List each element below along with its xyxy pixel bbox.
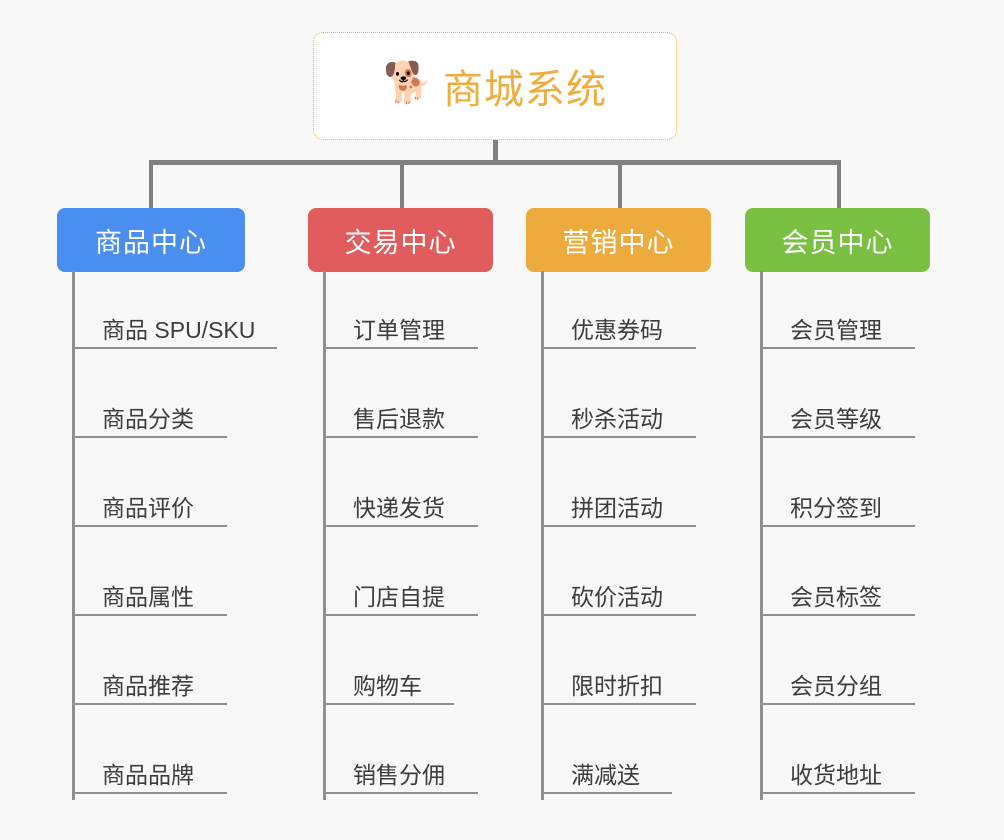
leaf-item[interactable]: 积分签到 bbox=[760, 495, 915, 528]
category-header-商品中心[interactable]: 商品中心 bbox=[57, 208, 245, 272]
column-spine-1 bbox=[323, 271, 326, 800]
leaf-item[interactable]: 优惠券码 bbox=[541, 317, 696, 350]
connector-drop-col-2 bbox=[618, 160, 622, 208]
connector-drop-col-1 bbox=[400, 160, 404, 208]
leaf-item[interactable]: 售后退款 bbox=[323, 406, 478, 439]
leaf-item[interactable]: 收货地址 bbox=[760, 762, 915, 795]
leaf-item[interactable]: 会员等级 bbox=[760, 406, 915, 439]
leaf-label: 商品推荐 bbox=[102, 673, 194, 699]
leaf-label: 秒杀活动 bbox=[571, 406, 663, 432]
leaf-label: 砍价活动 bbox=[571, 584, 663, 610]
connector-root-drop bbox=[493, 140, 498, 164]
leaf-item[interactable]: 会员管理 bbox=[760, 317, 915, 350]
leaf-item[interactable]: 商品分类 bbox=[72, 406, 227, 439]
leaf-item[interactable]: 订单管理 bbox=[323, 317, 478, 350]
leaf-label: 满减送 bbox=[571, 762, 640, 788]
leaf-item[interactable]: 砍价活动 bbox=[541, 584, 696, 617]
leaf-label: 门店自提 bbox=[353, 584, 445, 610]
column-spine-2 bbox=[541, 271, 544, 800]
leaf-label: 限时折扣 bbox=[571, 673, 663, 699]
category-header-label: 交易中心 bbox=[344, 227, 457, 258]
leaf-label: 商品属性 bbox=[102, 584, 194, 610]
leaf-item[interactable]: 商品 SPU/SKU bbox=[72, 317, 277, 350]
leaf-label: 商品品牌 bbox=[102, 762, 194, 788]
leaf-item[interactable]: 满减送 bbox=[541, 762, 672, 795]
leaf-item[interactable]: 销售分佣 bbox=[323, 762, 478, 795]
category-header-会员中心[interactable]: 会员中心 bbox=[745, 208, 930, 272]
column-spine-0 bbox=[72, 271, 75, 800]
category-header-label: 会员中心 bbox=[781, 227, 894, 258]
leaf-item[interactable]: 商品评价 bbox=[72, 495, 227, 528]
leaf-label: 商品分类 bbox=[102, 406, 194, 432]
leaf-label: 购物车 bbox=[353, 673, 422, 699]
leaf-item[interactable]: 秒杀活动 bbox=[541, 406, 696, 439]
root-title: 商城系统 bbox=[443, 68, 607, 112]
leaf-item[interactable]: 拼团活动 bbox=[541, 495, 696, 528]
leaf-item[interactable]: 会员标签 bbox=[760, 584, 915, 617]
leaf-item[interactable]: 门店自提 bbox=[323, 584, 478, 617]
leaf-label: 收货地址 bbox=[790, 762, 882, 788]
leaf-label: 商品评价 bbox=[102, 495, 194, 521]
category-header-交易中心[interactable]: 交易中心 bbox=[308, 208, 493, 272]
category-header-label: 营销中心 bbox=[562, 227, 675, 258]
leaf-item[interactable]: 快递发货 bbox=[323, 495, 478, 528]
leaf-label: 销售分佣 bbox=[353, 762, 445, 788]
category-header-营销中心[interactable]: 营销中心 bbox=[526, 208, 711, 272]
leaf-item[interactable]: 限时折扣 bbox=[541, 673, 696, 706]
leaf-item[interactable]: 商品属性 bbox=[72, 584, 227, 617]
leaf-label: 积分签到 bbox=[790, 495, 882, 521]
category-header-label: 商品中心 bbox=[95, 227, 207, 258]
leaf-label: 会员管理 bbox=[790, 317, 882, 343]
column-spine-3 bbox=[760, 271, 763, 800]
leaf-label: 订单管理 bbox=[353, 317, 445, 343]
leaf-label: 会员等级 bbox=[790, 406, 882, 432]
leaf-item[interactable]: 会员分组 bbox=[760, 673, 915, 706]
leaf-item[interactable]: 购物车 bbox=[323, 673, 454, 706]
root-node[interactable]: 🐕 商城系统 bbox=[313, 32, 677, 140]
connector-horizontal-bus bbox=[151, 160, 841, 165]
leaf-item[interactable]: 商品推荐 bbox=[72, 673, 227, 706]
leaf-label: 商品 SPU/SKU bbox=[102, 317, 256, 343]
shiba-dog-face-icon: 🐕 bbox=[383, 61, 433, 105]
connector-drop-col-3 bbox=[837, 160, 841, 208]
leaf-label: 快递发货 bbox=[353, 495, 445, 521]
leaf-label: 会员标签 bbox=[790, 584, 882, 610]
connector-drop-col-0 bbox=[149, 160, 153, 208]
leaf-label: 售后退款 bbox=[353, 406, 445, 432]
leaf-item[interactable]: 商品品牌 bbox=[72, 762, 227, 795]
leaf-label: 会员分组 bbox=[790, 673, 882, 699]
leaf-label: 拼团活动 bbox=[571, 495, 663, 521]
leaf-label: 优惠券码 bbox=[571, 317, 663, 343]
